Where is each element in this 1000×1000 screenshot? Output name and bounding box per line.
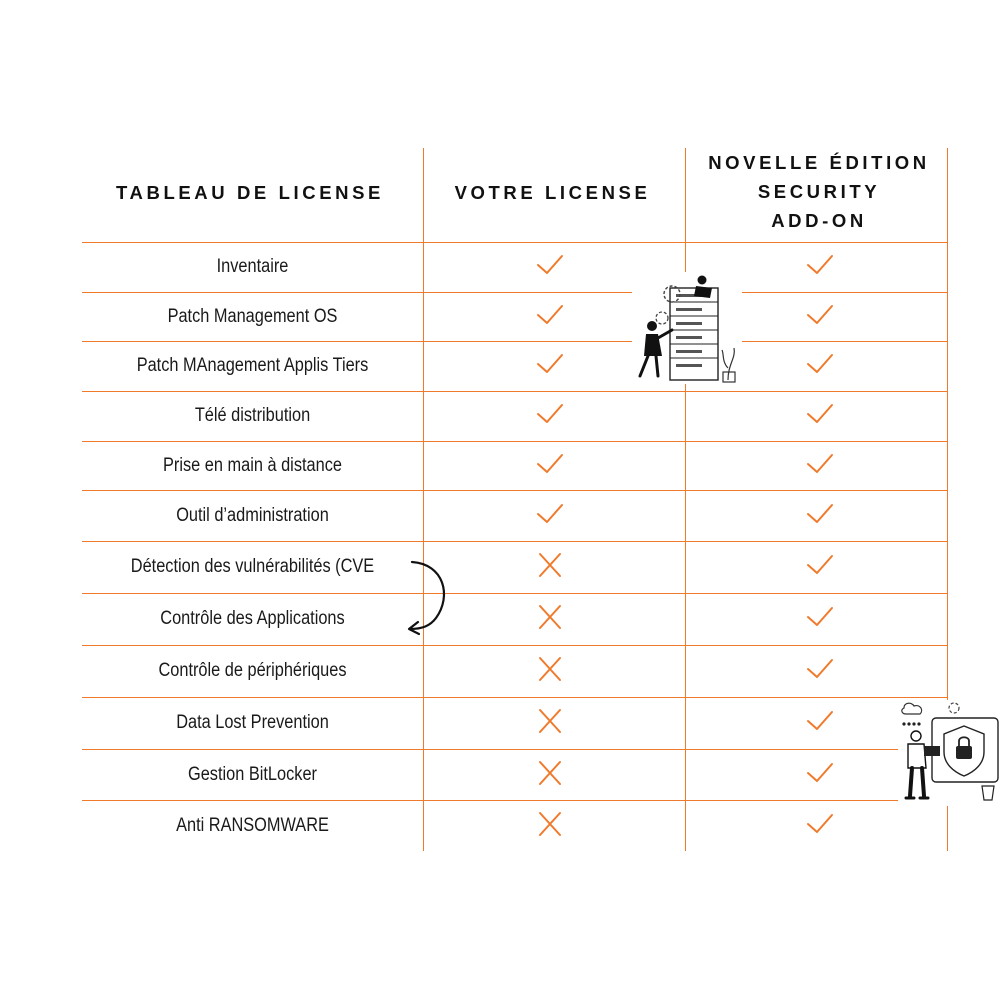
header-edition: NOVELLE ÉDITION SECURITY ADD-ON	[690, 148, 948, 235]
column-divider	[423, 148, 424, 851]
header-feature: TABLEAU DE LICENSE	[95, 178, 405, 207]
cross-icon	[535, 552, 565, 578]
table-row: Gestion BitLocker	[82, 749, 948, 800]
check-icon	[805, 351, 835, 377]
check-icon	[805, 501, 835, 527]
check-icon	[535, 401, 565, 427]
table-row: Outil d’administration	[82, 490, 948, 541]
check-icon	[535, 451, 565, 477]
column-divider	[685, 148, 686, 851]
row-divider	[82, 697, 948, 698]
check-icon	[805, 302, 835, 328]
row-divider	[82, 645, 948, 646]
row-divider	[82, 242, 948, 243]
feature-label: Prise en main à distance	[163, 454, 342, 476]
table-row: Patch Management OS	[82, 292, 948, 341]
feature-label: Outil d’administration	[176, 504, 329, 526]
feature-label: Anti RANSOMWARE	[176, 815, 329, 836]
check-icon	[805, 401, 835, 427]
check-icon	[805, 760, 835, 786]
row-divider	[82, 490, 948, 491]
cross-icon	[535, 656, 565, 682]
table-row: Patch MAnagement Applis Tiers	[82, 341, 948, 391]
row-divider	[82, 292, 948, 293]
header-edition-line: SECURITY	[757, 181, 881, 202]
table-row: Anti RANSOMWARE	[82, 800, 948, 852]
curved-arrow-icon	[404, 556, 452, 636]
feature-label: Inventaire	[216, 256, 289, 277]
table-row: Data Lost Prevention	[82, 697, 948, 749]
feature-label: Contrôle des Applications	[160, 608, 345, 629]
check-icon	[805, 656, 835, 682]
check-icon	[805, 604, 835, 630]
security-lock-illustration	[898, 700, 1000, 806]
server-technician-illustration	[632, 272, 742, 384]
row-divider	[82, 541, 948, 542]
header-feature-text: TABLEAU DE LICENSE	[116, 182, 384, 203]
cross-icon	[535, 708, 565, 734]
row-divider	[82, 441, 948, 442]
feature-label: Télé distribution	[194, 405, 311, 426]
table-row: Télé distribution	[82, 391, 948, 441]
row-divider	[82, 800, 948, 801]
table-row: Contrôle des Applications	[82, 593, 948, 645]
row-divider	[82, 391, 948, 392]
row-divider	[82, 593, 948, 594]
cross-icon	[535, 760, 565, 786]
check-icon	[535, 302, 565, 328]
header-edition-line: NOVELLE ÉDITION	[708, 152, 930, 173]
row-divider	[82, 341, 948, 342]
feature-label: Contrôle de périphériques	[158, 660, 347, 681]
cross-icon	[535, 604, 565, 630]
header-license-text: VOTRE LICENSE	[454, 182, 651, 203]
check-icon	[805, 451, 835, 477]
check-icon	[805, 252, 835, 278]
row-divider	[82, 749, 948, 750]
feature-label: Détection des vulnérabilités (CVE	[130, 556, 375, 577]
feature-label: Gestion BitLocker	[188, 763, 317, 785]
feature-label: Data Lost Prevention	[176, 712, 329, 733]
table-row: Contrôle de périphériques	[82, 645, 948, 697]
table-row: Détection des vulnérabilités (CVE	[82, 541, 948, 593]
feature-label: Patch MAnagement Applis Tiers	[136, 355, 369, 376]
header-license: VOTRE LICENSE	[430, 178, 675, 207]
header-edition-line: ADD-ON	[771, 210, 867, 231]
check-icon	[805, 552, 835, 578]
check-icon	[535, 252, 565, 278]
check-icon	[805, 708, 835, 734]
check-icon	[535, 351, 565, 377]
check-icon	[535, 501, 565, 527]
feature-label: Patch Management OS	[167, 305, 338, 327]
table-row: Inventaire	[82, 242, 948, 292]
cross-icon	[535, 811, 565, 837]
table-row: Prise en main à distance	[82, 441, 948, 490]
check-icon	[805, 811, 835, 837]
column-divider	[947, 148, 948, 851]
